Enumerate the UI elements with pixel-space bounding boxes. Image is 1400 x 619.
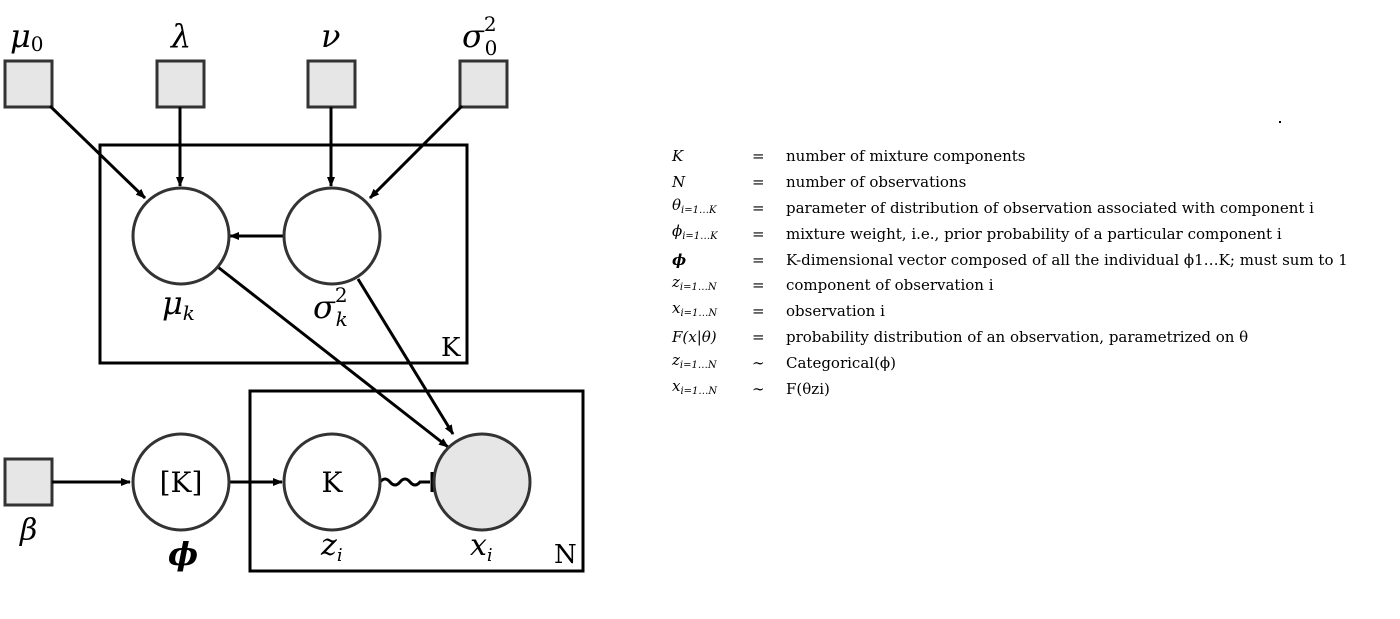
legend-row: zi=1…N ∼ Categorical(ϕ) (672, 350, 1348, 376)
plate-components-label: K (441, 333, 461, 363)
node-phi-label: [K] (160, 466, 203, 499)
legend-symbol: ϕ (672, 250, 687, 269)
legend-symbol: ϕi=1…K (672, 221, 718, 242)
hyper-label-lambda: λ (169, 17, 191, 55)
legend-symbol-subscript: i=1…N (679, 360, 717, 372)
legend-relation: = (752, 172, 765, 191)
legend-row: K = number of mixture components (672, 143, 1348, 169)
legend-relation: ∼ (752, 379, 765, 398)
legend-symbol-subscript: i=1…N (680, 308, 718, 320)
legend-row: θi=1…K = parameter of distribution of obse… (672, 195, 1348, 221)
legend-row: F(x|θ) = probability distribution of an ob… (672, 324, 1348, 350)
edge-muk-xi (213, 262, 449, 449)
node-sigma-k (282, 186, 382, 286)
legend-description: mixture weight, i.e., prior probability … (786, 224, 1282, 243)
plate-observations-label: N (554, 540, 577, 570)
legend-description: component of observation i (786, 276, 994, 295)
edge-zi-xi-wavy (378, 477, 430, 487)
hyper-label-nu: ν (321, 17, 340, 55)
legend-symbol: zi=1…N (672, 351, 717, 372)
legend-relation: = (752, 276, 765, 295)
edge-sigma0-sigmak (368, 104, 464, 200)
legend-description: K-dimensional vector composed of all the… (786, 250, 1348, 269)
legend-row: ϕi=1…K = mixture weight, i.e., prior proba… (672, 221, 1348, 247)
caption-x-i: xi (470, 528, 493, 566)
hyper-box-mu0 (3, 59, 54, 109)
legend-description: probability distribution of an observati… (786, 328, 1249, 347)
legend-relation: ∼ (752, 354, 765, 373)
legend-symbol-subscript: i=1…K (682, 230, 718, 242)
hyper-box-lambda (155, 59, 206, 109)
hyper-box-nu (306, 59, 357, 109)
legend-symbol-subscript: i=1…K (681, 204, 717, 216)
node-x-i (432, 432, 532, 532)
legend-symbol: zi=1…N (672, 273, 717, 294)
legend-symbol-subscript: i=1…N (680, 385, 718, 397)
legend-symbol: K (672, 146, 684, 165)
legend-description: number of observations (786, 172, 967, 191)
node-z-i-label: K (322, 466, 344, 499)
edge-mu0-muk (48, 104, 147, 200)
legend-symbol: xi=1…N (672, 376, 718, 397)
legend-symbol: xi=1…N (672, 299, 718, 320)
caption-mu-k: μk (162, 284, 195, 325)
legend-symbol-subscript: i=1…N (679, 282, 717, 294)
legend-symbol: N (672, 172, 686, 191)
node-mu-k (131, 186, 231, 286)
caption-phi: ϕ (168, 535, 198, 573)
legend-description: Categorical(ϕ) (786, 354, 896, 373)
hyper-label-beta: β (19, 513, 37, 548)
hyper-box-beta (3, 457, 54, 507)
plate-components (98, 143, 469, 365)
legend-description: number of mixture components (786, 146, 1026, 165)
legend-relation: = (752, 328, 765, 347)
edge-sigmak-xi (356, 278, 455, 435)
hyper-box-sigma0 (458, 59, 509, 109)
node-z-i (282, 432, 382, 532)
legend-relation: = (752, 146, 765, 165)
legend-row: xi=1…N ∼ F(θzi) (672, 376, 1348, 402)
legend-relation: = (752, 250, 765, 269)
legend-symbol: θi=1…K (672, 195, 717, 216)
hyper-label-mu0: μ0 (10, 17, 44, 56)
legend-row: xi=1…N = observation i (672, 298, 1348, 324)
stray-dot (1279, 121, 1281, 123)
legend-description: observation i (786, 302, 885, 321)
legend-row: ϕ = K-dimensional vector composed of all t… (672, 247, 1348, 273)
legend-relation: = (752, 302, 765, 321)
legend-relation: = (752, 224, 765, 243)
legend-relation: = (752, 198, 765, 217)
legend-symbol: F(x|θ) (672, 328, 717, 347)
node-phi (131, 432, 231, 532)
caption-z-i: zi (320, 528, 343, 566)
legend-row: zi=1…N = component of observation i (672, 272, 1348, 298)
legend-row: N = number of observations (672, 169, 1348, 195)
legend-description: F(θzi) (786, 379, 830, 398)
legend-description: parameter of distribution of observation… (786, 198, 1314, 217)
